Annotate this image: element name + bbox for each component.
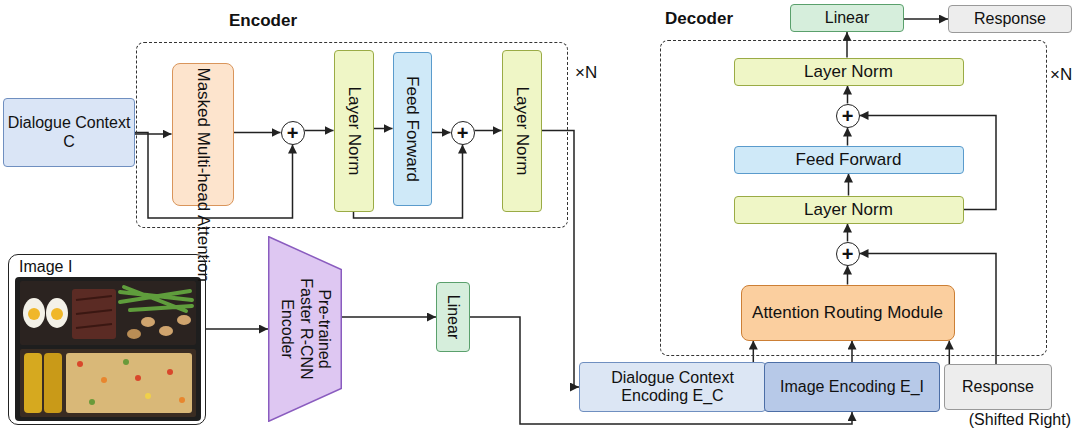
add-circle: +	[836, 242, 860, 266]
routing-box: Attention Routing Module	[741, 285, 955, 341]
node-label: +	[287, 123, 299, 143]
connector-arrow	[206, 328, 268, 330]
connector-arrow	[847, 224, 849, 242]
node-label: Linear	[825, 9, 869, 27]
connector-arrow	[342, 316, 436, 318]
repeat-mark: ×N	[1050, 65, 1072, 85]
node-label: Layer Norm	[344, 55, 364, 207]
group-title: Decoder	[665, 9, 733, 29]
box-shell	[15, 277, 201, 421]
group-title: Encoder	[229, 11, 297, 31]
node-label: +	[457, 123, 469, 143]
bit	[101, 377, 107, 383]
add-circle: +	[281, 121, 305, 145]
egg-white	[46, 298, 68, 328]
steak-lines	[76, 296, 112, 328]
connector-arrow	[374, 128, 393, 130]
bottom-tray	[20, 349, 196, 417]
trapezoid-shape	[269, 237, 342, 422]
input-box: Dialogue Context C	[3, 98, 135, 167]
connector-arrow	[949, 341, 951, 365]
connector-arrow	[234, 132, 281, 134]
egg-yolk	[28, 308, 40, 320]
node-label: Dialogue Context C	[4, 114, 134, 151]
norm-box: Layer Norm	[334, 50, 374, 212]
node-label: Dialogue Context Encoding E_C	[580, 369, 765, 406]
response-box: Response	[948, 5, 1072, 33]
norm-box: Layer Norm	[502, 50, 542, 212]
steak	[72, 289, 116, 339]
node-label: +	[842, 106, 854, 126]
node-label: Image I	[17, 258, 74, 276]
nut	[159, 326, 173, 336]
connector-arrow	[542, 131, 580, 388]
connector-arrow	[904, 18, 948, 20]
sweet-potato	[24, 353, 42, 413]
nut	[127, 329, 141, 339]
connector-arrow	[135, 133, 172, 135]
encoder-group: Encoder×NMasked Multi-head Attention+Lay…	[136, 42, 568, 228]
node-label: Image Encoding E_I	[780, 378, 924, 396]
connector-arrow	[847, 86, 849, 104]
connector-arrow	[846, 32, 848, 58]
add-circle: +	[836, 104, 860, 128]
bento-box	[15, 277, 201, 421]
bit	[145, 393, 151, 399]
fried-rice	[66, 353, 192, 413]
ffn-box: Feed Forward	[734, 146, 964, 174]
node-label: Layer Norm	[804, 62, 893, 82]
attention-box: Masked Multi-head Attention	[172, 63, 234, 206]
image-frame: Image I	[8, 254, 206, 425]
node-label: Layer Norm	[804, 200, 893, 220]
node-label: Pre-trained Faster R-CNN Encoder	[277, 273, 332, 385]
projection-box: Linear	[436, 282, 470, 352]
rice-bits	[77, 359, 185, 405]
ffn-box: Feed Forward	[393, 52, 432, 206]
norm-box: Layer Norm	[734, 58, 964, 86]
cnn-encoder: Pre-trained Faster R-CNN Encoder	[268, 236, 342, 422]
node-label: Masked Multi-head Attention	[193, 68, 213, 201]
node-label: Feed Forward	[796, 150, 902, 170]
add-circle: +	[451, 121, 475, 145]
connector-arrow	[475, 130, 502, 132]
bit	[77, 361, 83, 367]
bit	[135, 375, 141, 381]
node-label: Linear	[444, 287, 462, 347]
note-label: (Shifted Right)	[969, 411, 1071, 429]
node-label: +	[842, 244, 854, 264]
nut	[141, 317, 155, 327]
egg-white	[23, 298, 45, 328]
green-beans	[120, 287, 192, 311]
node-label: Attention Routing Module	[752, 303, 943, 323]
response-box: Response	[944, 364, 1052, 410]
encoding-box: Dialogue Context Encoding E_C	[579, 362, 766, 412]
decoder-group: Decoder×NLayer Norm+Feed ForwardLayer No…	[660, 40, 1047, 356]
connector-arrow	[847, 266, 849, 285]
connector-arrow	[848, 174, 850, 196]
bit	[123, 359, 129, 365]
sweet-potato	[44, 353, 62, 413]
node-label: Response	[962, 378, 1034, 396]
bit	[179, 397, 185, 403]
bit	[167, 369, 173, 375]
connector-arrow	[753, 341, 755, 363]
norm-box: Layer Norm	[734, 196, 964, 224]
connector-arrow	[851, 341, 853, 363]
node-label: Layer Norm	[512, 55, 532, 207]
bit	[89, 399, 95, 405]
connector-arrow	[847, 128, 849, 146]
top-tray	[20, 281, 196, 345]
repeat-mark: ×N	[575, 63, 597, 83]
nut	[177, 315, 191, 325]
output-linear: Linear	[790, 4, 904, 32]
encoding-box: Image Encoding E_I	[764, 362, 940, 412]
node-label: Feed Forward	[402, 57, 422, 201]
egg-yolk	[51, 308, 63, 320]
node-label: Response	[974, 10, 1046, 28]
connector-arrow	[432, 132, 451, 134]
connector-arrow	[305, 130, 334, 132]
